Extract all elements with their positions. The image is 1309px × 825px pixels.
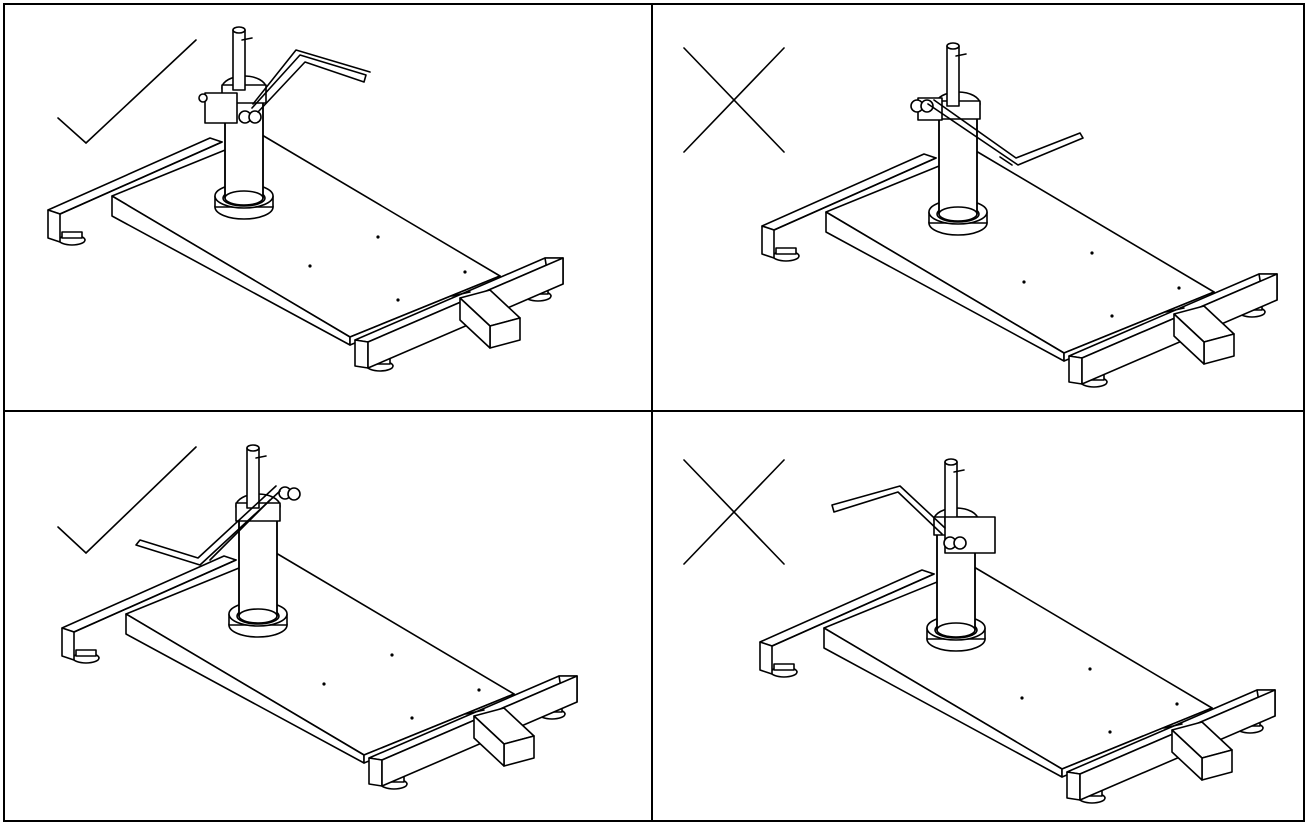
checkmark-icon — [57, 39, 197, 145]
panel-bottom-left — [3, 410, 653, 822]
panel-top-right — [651, 3, 1305, 412]
cross-icon — [683, 47, 785, 153]
panel-bottom-right — [651, 410, 1305, 822]
checkmark-icon — [57, 446, 197, 555]
cross-icon — [683, 459, 785, 565]
panel-top-left — [3, 3, 653, 412]
